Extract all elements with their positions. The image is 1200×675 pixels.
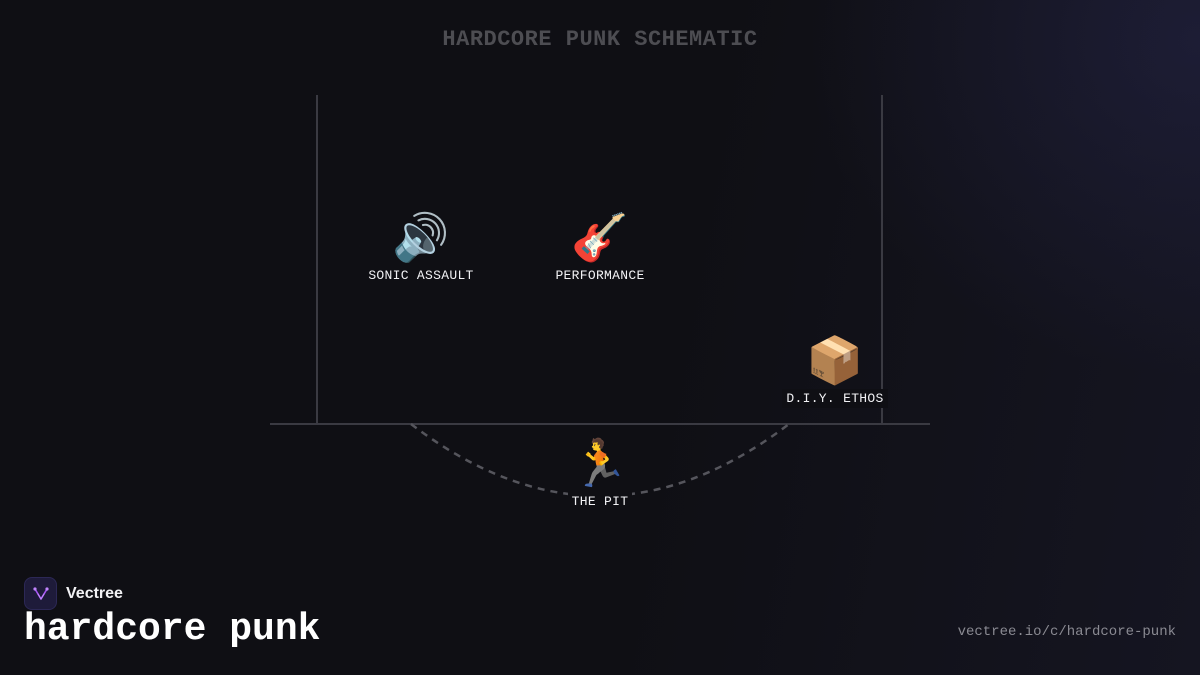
- vectree-logo-icon: [24, 577, 57, 610]
- runner-icon: 🏃: [571, 436, 629, 490]
- page-url[interactable]: vectree.io/c/hardcore-punk: [957, 624, 1176, 640]
- node-the-pit: 🏃 THE PIT: [520, 436, 680, 511]
- guitar-icon: 🎸: [571, 210, 629, 264]
- brand[interactable]: Vectree: [24, 577, 123, 610]
- topic-title: hardcore punk: [24, 608, 321, 651]
- node-label: THE PIT: [567, 492, 633, 511]
- node-performance: 🎸 PERFORMANCE: [520, 210, 680, 285]
- package-icon: 📦: [806, 333, 864, 387]
- speaker-icon: 🔊: [392, 210, 450, 264]
- diagram-title: HARDCORE PUNK SCHEMATIC: [442, 27, 758, 52]
- node-sonic-assault: 🔊 SONIC ASSAULT: [341, 210, 501, 285]
- node-label: PERFORMANCE: [551, 266, 649, 285]
- node-label: D.I.Y. ETHOS: [782, 389, 888, 408]
- brand-name: Vectree: [66, 584, 123, 602]
- node-diy-ethos: 📦 D.I.Y. ETHOS: [755, 333, 915, 408]
- node-label: SONIC ASSAULT: [364, 266, 478, 285]
